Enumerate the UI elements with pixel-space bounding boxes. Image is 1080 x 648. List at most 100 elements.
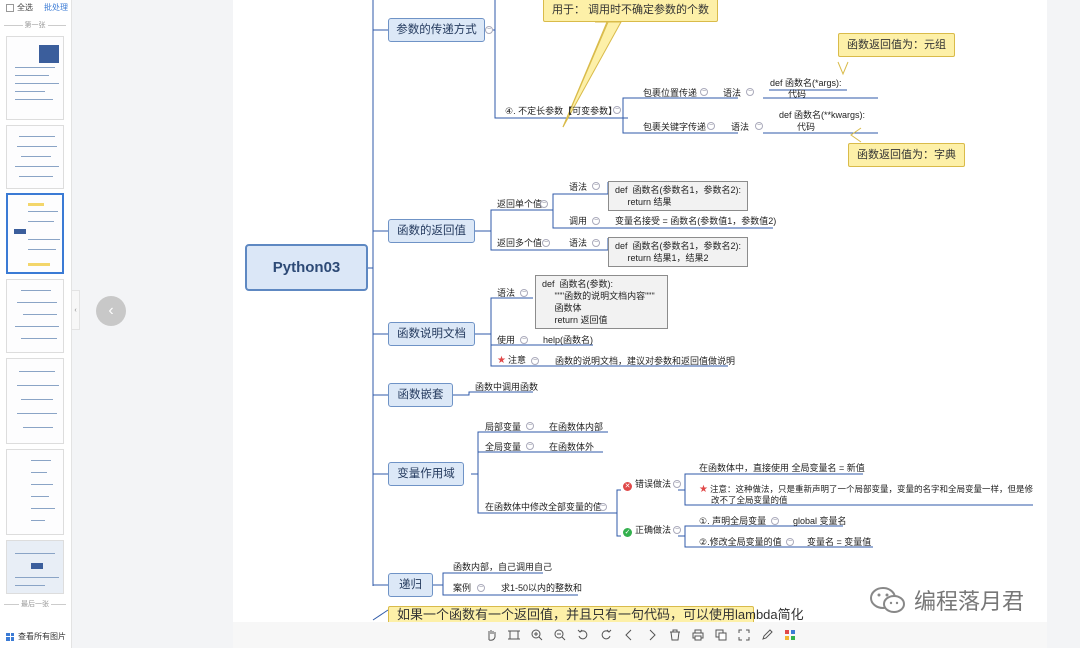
- node-single-syntax[interactable]: 语法: [569, 182, 588, 192]
- collapse-toggle[interactable]: −: [520, 336, 528, 344]
- branch-docstring[interactable]: 函数说明文档: [388, 322, 475, 346]
- thumbnail-1[interactable]: [6, 36, 64, 120]
- call-expression: 变量名接受 = 函数名(参数值1，参数值2): [615, 216, 777, 226]
- collapse-toggle[interactable]: −: [592, 182, 600, 190]
- nest-desc: 函数中调用函数: [475, 382, 539, 392]
- node-pos-pass[interactable]: 包裹位置传递: [643, 88, 698, 98]
- wechat-icon: [870, 587, 905, 613]
- right-step-1-code: global 变量名: [793, 516, 847, 526]
- wrong-way-note-2: 改不了全局变量的值: [711, 495, 788, 505]
- collapse-toggle[interactable]: −: [477, 584, 485, 592]
- fit-icon[interactable]: [507, 628, 521, 642]
- kw-code-line-2: 代码: [797, 122, 816, 132]
- node-pos-syntax[interactable]: 语法: [723, 88, 742, 98]
- node-kw-syntax[interactable]: 语法: [731, 122, 750, 132]
- node-local-var[interactable]: 局部变量: [485, 422, 522, 432]
- collapse-toggle[interactable]: −: [531, 357, 539, 365]
- view-all-button[interactable]: 查看所有图片: [6, 631, 66, 642]
- last-page-divider: 最后一张: [4, 599, 66, 609]
- collapse-toggle[interactable]: −: [673, 480, 681, 488]
- collapse-toggle[interactable]: −: [526, 442, 534, 450]
- thumbnail-6[interactable]: [6, 449, 64, 535]
- collapse-toggle[interactable]: −: [771, 517, 779, 525]
- print-icon[interactable]: [691, 628, 705, 642]
- recursion-desc: 函数内部，自己调用自己: [453, 562, 553, 572]
- next-icon[interactable]: [645, 628, 659, 642]
- copy-icon[interactable]: [714, 628, 728, 642]
- collapse-toggle[interactable]: −: [707, 122, 715, 130]
- collapse-toggle[interactable]: −: [755, 122, 763, 130]
- edit-icon[interactable]: [760, 628, 774, 642]
- callout-pointer: [562, 21, 622, 128]
- right-step-2[interactable]: ②.修改全局变量的值: [699, 537, 782, 547]
- pos-code-line-2: 代码: [788, 89, 807, 99]
- recursion-example-desc: 求1-50以内的整数和: [501, 583, 583, 593]
- node-doc-note[interactable]: ★注意: [497, 355, 526, 366]
- rotate-right-icon[interactable]: [599, 628, 613, 642]
- doc-note-text: 函数的说明文档，建议对参数和返回值做说明: [555, 356, 736, 366]
- node-recursion-example[interactable]: 案例: [453, 583, 472, 593]
- collapse-toggle[interactable]: −: [526, 422, 534, 430]
- thumbnail-3-active[interactable]: [6, 193, 64, 274]
- branch-nesting[interactable]: 函数嵌套: [388, 383, 453, 407]
- zoom-out-icon[interactable]: [553, 628, 567, 642]
- collapse-toggle[interactable]: −: [540, 200, 548, 208]
- node-return-multi[interactable]: 返回多个值: [497, 238, 543, 248]
- pos-code-line-1: def 函数名(*args):: [770, 78, 842, 88]
- node-varargs[interactable]: ④. 不定长参数【可变参数】: [505, 106, 618, 116]
- sidebar-collapse-handle[interactable]: ‹: [72, 290, 80, 330]
- collapse-toggle[interactable]: −: [599, 503, 607, 511]
- apps-icon[interactable]: [783, 628, 797, 642]
- previous-image-button[interactable]: ‹: [96, 296, 126, 326]
- thumbnail-4[interactable]: [6, 279, 64, 353]
- node-modify-global[interactable]: 在函数体中修改全部变量的值: [485, 502, 603, 512]
- collapse-toggle[interactable]: −: [613, 106, 621, 114]
- collapse-toggle[interactable]: −: [520, 289, 528, 297]
- right-step-1[interactable]: ①. 声明全局变量: [699, 516, 767, 526]
- collapse-toggle[interactable]: −: [746, 88, 754, 96]
- first-page-divider: 第一张: [4, 20, 66, 30]
- node-kw-pass[interactable]: 包裹关键字传递: [643, 122, 707, 132]
- collapse-toggle[interactable]: −: [542, 239, 550, 247]
- node-multi-syntax[interactable]: 语法: [569, 238, 588, 248]
- branch-param-passing[interactable]: 参数的传递方式: [388, 18, 485, 42]
- delete-icon[interactable]: [668, 628, 682, 642]
- node-return-single[interactable]: 返回单个值: [497, 199, 543, 209]
- watermark: 编程落月君: [868, 584, 1024, 616]
- branch-scope[interactable]: 变量作用域: [388, 462, 464, 486]
- branch-return-value[interactable]: 函数的返回值: [388, 219, 475, 243]
- node-doc-syntax[interactable]: 语法: [497, 288, 516, 298]
- global-var-desc: 在函数体外: [549, 442, 595, 452]
- rotate-left-icon[interactable]: [576, 628, 590, 642]
- batch-link[interactable]: 批处理: [44, 3, 68, 12]
- hand-icon[interactable]: [484, 628, 498, 642]
- collapse-toggle[interactable]: −: [485, 26, 493, 34]
- node-wrong-way[interactable]: ✕错误做法: [623, 479, 672, 491]
- fullscreen-icon[interactable]: [737, 628, 751, 642]
- collapse-toggle[interactable]: −: [786, 538, 794, 546]
- select-all-checkbox[interactable]: [6, 3, 14, 12]
- node-call[interactable]: 调用: [569, 216, 588, 226]
- collapse-toggle[interactable]: −: [673, 526, 681, 534]
- select-all-label[interactable]: 全选: [17, 3, 33, 12]
- root-node[interactable]: Python03: [245, 244, 368, 291]
- prev-icon[interactable]: [622, 628, 636, 642]
- node-right-way[interactable]: ✓正确做法: [623, 525, 672, 537]
- callout-varargs-use: 用于： 调用时不确定参数的个数: [543, 0, 719, 22]
- lambda-callout: 如果一个函数有一个返回值，并且只有一句代码，可以使用lambda简化: [388, 606, 804, 622]
- chevron-left-icon: ‹: [108, 302, 114, 319]
- kw-code-line-1: def 函数名(**kwargs):: [779, 110, 866, 120]
- collapse-toggle[interactable]: −: [592, 217, 600, 225]
- docstring-code: def 函数名(参数): """函数的说明文档内容""" 函数体 return …: [535, 275, 668, 329]
- node-global-var[interactable]: 全局变量: [485, 442, 522, 452]
- multi-return-code: def 函数名(参数名1，参数名2): return 结果1，结果2: [608, 237, 748, 267]
- collapse-toggle[interactable]: −: [700, 88, 708, 96]
- thumbnail-5[interactable]: [6, 358, 64, 444]
- node-doc-use[interactable]: 使用: [497, 335, 516, 345]
- zoom-in-icon[interactable]: [530, 628, 544, 642]
- thumbnail-7[interactable]: [6, 540, 64, 594]
- viewer-toolbar: [233, 622, 1047, 648]
- collapse-toggle[interactable]: −: [592, 239, 600, 247]
- thumbnail-2[interactable]: [6, 125, 64, 189]
- branch-recursion[interactable]: 递归: [388, 573, 433, 597]
